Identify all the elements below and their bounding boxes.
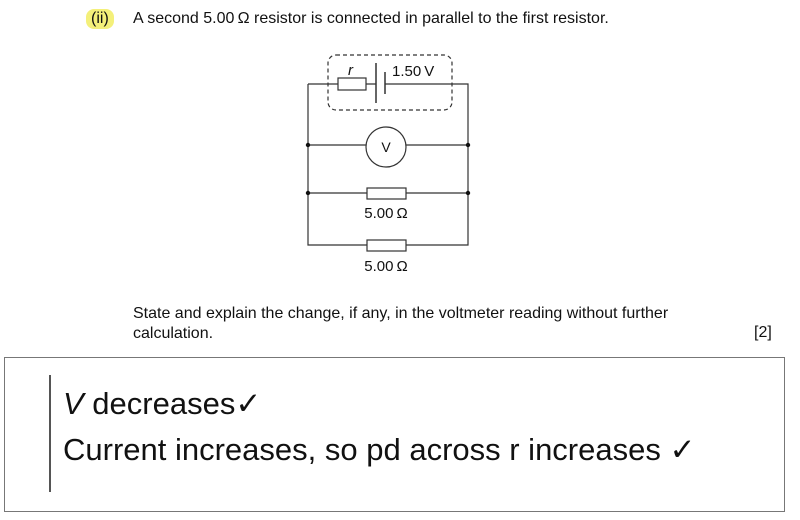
answer-box — [4, 357, 785, 512]
marks-label: [2] — [754, 324, 772, 341]
answer-line-1-text: decreases✓ — [83, 386, 262, 421]
answer-line-1: V decreases✓ — [63, 386, 261, 422]
voltmeter — [365, 126, 407, 168]
junction-dot — [305, 142, 311, 148]
answer-variable: V — [63, 386, 84, 421]
cell-dashed-enclosure — [327, 54, 453, 111]
junction-dot — [305, 190, 311, 196]
resistor-2-label: 5.00 Ω — [364, 258, 407, 275]
emf-label: 1.50 V — [392, 63, 434, 80]
circuit-wires — [307, 83, 469, 246]
answer-margin-line — [49, 375, 51, 492]
question-text: A second 5.00 Ω resistor is connected in… — [133, 10, 609, 27]
voltmeter-label: V — [381, 139, 391, 155]
resistor-2 — [366, 239, 407, 252]
question-instruction: State and explain the change, if any, in… — [133, 305, 669, 342]
r-label: r — [348, 62, 354, 79]
junction-dot — [465, 190, 471, 196]
junction-dot — [465, 142, 471, 148]
resistor-1-label: 5.00 Ω — [364, 205, 407, 222]
internal-resistor — [337, 77, 367, 91]
answer-line-2: Current increases, so pd across r increa… — [63, 432, 696, 467]
circuit-diagram: r 1.50 V V 5.00 Ω 5.00 Ω — [305, 54, 471, 275]
question-number: (ii) — [86, 9, 114, 29]
resistor-1 — [366, 187, 407, 200]
